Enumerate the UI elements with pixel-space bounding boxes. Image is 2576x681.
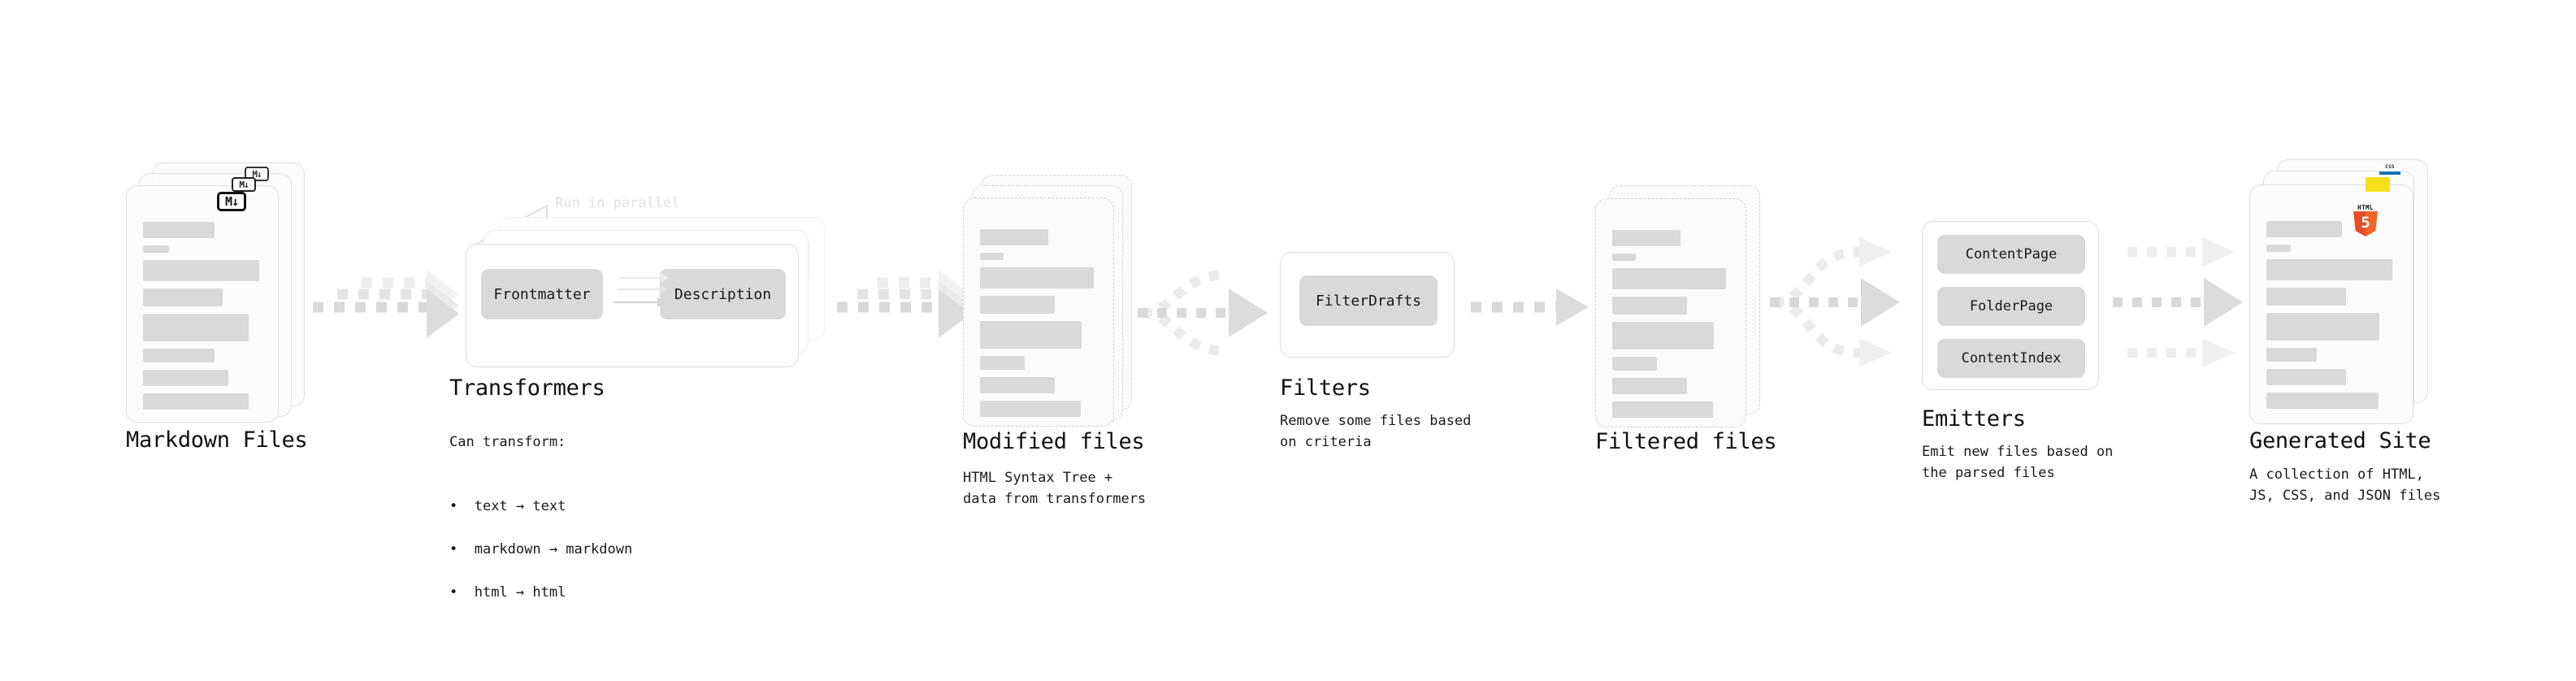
- placeholder-bar: [980, 321, 1082, 349]
- transformers-bullet: text → text: [449, 496, 632, 517]
- stage-description-transformers: Can transform: text → text markdown → ma…: [449, 410, 632, 646]
- placeholder-bar: [143, 314, 249, 341]
- placeholder-bar: [143, 370, 229, 386]
- placeholder-bar: [980, 296, 1056, 314]
- stage-title-filtered-files: Filtered files: [1595, 429, 1777, 454]
- placeholder-bar: [143, 260, 260, 281]
- emitter-chip-contentpage[interactable]: ContentPage: [1937, 235, 2085, 274]
- stage-title-markdown-files: Markdown Files: [126, 427, 308, 453]
- arrow-transformers-to-modified: [837, 270, 971, 338]
- placeholder-bar: [980, 267, 1094, 288]
- transformer-chip-description[interactable]: Description: [660, 269, 786, 319]
- emitters-box: ContentPage FolderPage ContentIndex: [1922, 221, 2099, 390]
- markdown-badge-icon-back-1: M↓: [232, 177, 256, 192]
- site-sheet-front: [2249, 184, 2413, 424]
- placeholder-bar: [980, 253, 1004, 260]
- transformers-bullet: html → html: [449, 582, 632, 603]
- placeholder-bar: [143, 245, 170, 253]
- generated-site-stack: CSS HTML 5: [2249, 159, 2432, 427]
- placeholder-bar: [2266, 393, 2379, 409]
- markdown-files-stack: M↓ M↓ M↓: [126, 163, 305, 423]
- emitter-chip-folderpage[interactable]: FolderPage: [1937, 287, 2085, 326]
- markdown-badge-icon: M↓: [217, 192, 246, 211]
- site-placeholder-lines: [2266, 221, 2396, 416]
- placeholder-bar: [980, 401, 1081, 417]
- transformer-inner-arrows: [614, 273, 669, 307]
- filtered-sheet-front: [1595, 198, 1746, 427]
- css3-badge-bar: [2379, 171, 2400, 175]
- placeholder-bar: [1612, 401, 1713, 418]
- placeholder-bar: [2266, 348, 2318, 362]
- markdown-sheet-front: [126, 185, 279, 423]
- filter-chip-filterdrafts[interactable]: FilterDrafts: [1299, 275, 1438, 326]
- js-badge-icon: [2366, 177, 2390, 192]
- placeholder-bar: [1612, 230, 1680, 246]
- placeholder-bar: [143, 393, 249, 410]
- stage-title-modified-files: Modified files: [963, 429, 1145, 454]
- placeholder-bar: [2266, 313, 2380, 340]
- placeholder-bar: [1612, 357, 1657, 371]
- placeholder-bar: [980, 229, 1048, 245]
- filters-box: FilterDrafts: [1280, 252, 1455, 358]
- stage-title-emitters: Emitters: [1922, 406, 2026, 432]
- stage-title-transformers: Transformers: [449, 375, 605, 401]
- stage-title-filters: Filters: [1280, 375, 1371, 401]
- transformers-box: Frontmatter Description: [466, 244, 799, 367]
- stage-description-emitters: Emit new files based on the parsed files: [1922, 444, 2114, 482]
- emitter-chip-contentindex[interactable]: ContentIndex: [1937, 339, 2085, 378]
- transformers-bullet-list: text → text markdown → markdown html → h…: [449, 475, 632, 624]
- arrow-markdown-to-transformers: [313, 270, 459, 338]
- filtered-placeholder-lines: [1612, 230, 1729, 425]
- markdown-placeholder-lines: [143, 222, 262, 417]
- placeholder-bar: [2266, 259, 2393, 280]
- arrow-emitters-to-site: [2113, 237, 2243, 367]
- transformers-bullet: markdown → markdown: [449, 539, 632, 560]
- placeholder-bar: [143, 222, 215, 238]
- html5-badge-word: HTML: [2357, 204, 2374, 211]
- placeholder-bar: [1612, 268, 1726, 289]
- placeholder-bar: [2266, 221, 2342, 237]
- placeholder-bar: [2266, 245, 2292, 252]
- modified-sheet-front: [963, 197, 1114, 427]
- html5-badge-icon: HTML 5: [2352, 204, 2379, 236]
- transformers-description-lead: Can transform:: [449, 434, 566, 451]
- filtered-files-stack: [1595, 185, 1770, 429]
- run-in-parallel-label: Run in parallel: [555, 195, 680, 211]
- placeholder-bar: [2266, 369, 2346, 385]
- placeholder-bar: [1612, 378, 1688, 394]
- placeholder-bar: [2266, 288, 2346, 306]
- placeholder-bar: [143, 349, 215, 362]
- stage-description-generated-site: A collection of HTML, JS, CSS, and JSON …: [2249, 466, 2441, 505]
- modified-placeholder-lines: [980, 229, 1097, 424]
- placeholder-bar: [143, 288, 223, 306]
- stage-description-modified-files: HTML Syntax Tree + data from transformer…: [963, 470, 1147, 508]
- modified-files-stack: [963, 175, 1138, 427]
- placeholder-bar: [1612, 322, 1715, 349]
- arrow-filtered-to-emitters: [1770, 237, 1900, 367]
- stage-title-generated-site: Generated Site: [2249, 428, 2431, 453]
- arrow-modified-to-filters: [1138, 270, 1268, 356]
- html5-badge-five: 5: [2361, 214, 2370, 232]
- css3-badge-label: CSS: [2385, 164, 2395, 170]
- placeholder-bar: [980, 377, 1056, 393]
- stage-description-filters: Remove some files based on criteria: [1280, 413, 1472, 451]
- transformer-chip-frontmatter[interactable]: Frontmatter: [481, 269, 603, 319]
- placeholder-bar: [1612, 254, 1636, 261]
- css3-badge-icon: CSS: [2379, 164, 2400, 175]
- transformers-stack: Run in parallel Frontmatter Description: [449, 195, 831, 367]
- placeholder-bar: [980, 356, 1025, 370]
- placeholder-bar: [1612, 297, 1688, 314]
- arrow-filters-to-filtered: [1471, 288, 1589, 326]
